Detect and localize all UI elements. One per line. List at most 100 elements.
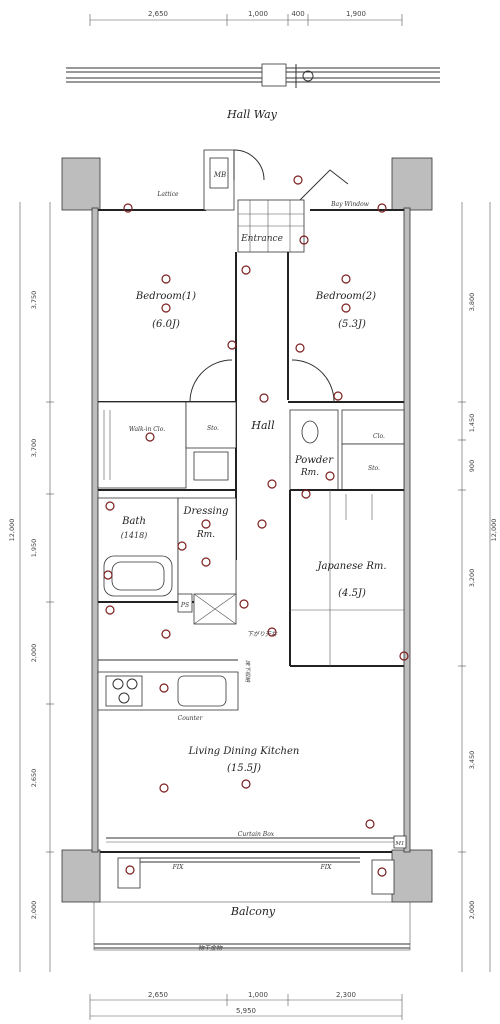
left-dim-6: 2,000 [30, 901, 38, 920]
top-dim-4: 1,900 [346, 10, 366, 18]
outlet-marker [159, 783, 169, 793]
ldk-name: Living Dining Kitchen [188, 746, 300, 757]
left-dim-3: 1,950 [30, 539, 38, 558]
ps-area [177, 593, 237, 625]
outlet-marker [341, 303, 351, 313]
top-dim-1: 2,650 [148, 10, 168, 18]
left-dimensions: 3,750 3,700 1,950 2,000 2,650 2,000 12,0… [8, 202, 54, 972]
curtain-box-label: Curtain Box [238, 831, 275, 838]
left-dim-total: 12,000 [8, 519, 16, 542]
outlet-marker [105, 605, 115, 615]
electrical-markers [103, 175, 409, 877]
outlet-marker [159, 683, 169, 693]
bottom-dim-2: 1,000 [248, 991, 268, 999]
top-dim-3: 400 [291, 10, 304, 18]
outlet-marker [399, 651, 409, 661]
bath-area [97, 497, 237, 603]
outlet-marker [241, 265, 251, 275]
outlet-marker [295, 343, 305, 353]
curtain-box [100, 835, 407, 863]
floor-storage-note: 床下収納 [244, 660, 251, 683]
bottom-dim-1: 2,650 [148, 991, 168, 999]
closet-area [97, 401, 237, 491]
fix-right-label: FIX [320, 864, 333, 871]
outlet-marker [257, 519, 267, 529]
bedroom1-name: Bedroom(1) [135, 291, 196, 302]
outlet-marker [201, 519, 211, 529]
hall-label: Hall [250, 419, 275, 432]
left-dim-4: 2,000 [30, 644, 38, 663]
outlet-marker [325, 471, 335, 481]
ps-label: PS [180, 602, 189, 609]
right-dim-2: 1,450 [468, 414, 476, 433]
balcony [93, 857, 411, 951]
outlet-marker [239, 599, 249, 609]
outlet-marker [259, 393, 269, 403]
walkin-label: Walk-in Clo. [129, 426, 165, 433]
outlet-marker [103, 570, 113, 580]
outlet-marker [201, 557, 211, 567]
hallway-rail [66, 63, 440, 88]
bay-window-label: Bay Window [330, 201, 370, 208]
storage2-label: Sto. [368, 465, 380, 472]
counter-label: Counter [178, 715, 204, 722]
japanese-room-size: (4.5J) [338, 588, 366, 599]
ldk-size: (15.5J) [227, 763, 261, 774]
outlet-marker [377, 203, 387, 213]
outlet-marker [105, 501, 115, 511]
fix-left-label: FIX [172, 864, 185, 871]
outlet-marker [227, 340, 237, 350]
closet-label: Clo. [373, 433, 385, 440]
right-dim-5: 3,450 [468, 751, 476, 770]
entrance-label: Entrance [240, 234, 283, 244]
outlet-marker [267, 479, 277, 489]
bath-size-label: (1418) [121, 531, 148, 540]
top-dim-2: 1,000 [248, 10, 268, 18]
right-dim-4: 3,200 [468, 569, 476, 588]
outlet-marker [161, 303, 171, 313]
left-dim-5: 2,650 [30, 769, 38, 788]
balcony-label: Balcony [230, 905, 276, 918]
top-dimensions: 2,650 1,000 400 1,900 [89, 10, 403, 26]
powder-label-2: Rm. [300, 468, 319, 478]
outlet-marker [177, 541, 187, 551]
left-dim-1: 3,750 [30, 291, 38, 310]
drying-hardware-label: 物干金物 [198, 944, 223, 952]
right-dim-6: 2,000 [468, 901, 476, 920]
bedroom2-name: Bedroom(2) [315, 291, 376, 302]
dressing-rm-label: Rm. [196, 530, 215, 540]
storage1-label: Sto. [207, 425, 219, 432]
outlet-marker [301, 489, 311, 499]
hallway-label: Hall Way [226, 108, 278, 121]
dressing-label: Dressing [182, 506, 228, 517]
bottom-dim-total: 5,950 [236, 1007, 256, 1015]
outer-walls [61, 157, 433, 903]
kitchen-counter [97, 659, 239, 711]
outlet-marker [123, 203, 133, 213]
japanese-room-name: Japanese Rm. [315, 561, 386, 572]
right-dim-3: 900 [468, 460, 476, 472]
powder-label-1: Powder [294, 455, 334, 466]
entrance-area [203, 149, 349, 253]
m1-label: M1 [394, 841, 404, 847]
outlet-marker [333, 391, 343, 401]
outlet-marker [267, 627, 277, 637]
bedroom2-size: (5.3J) [338, 319, 366, 330]
outlet-marker [161, 274, 171, 284]
outlet-marker [377, 867, 387, 877]
right-dim-total: 12,000 [490, 519, 498, 542]
bottom-dimensions: 2,650 1,000 2,300 5,950 [89, 991, 403, 1020]
outlet-marker [145, 432, 155, 442]
bottom-dim-3: 2,300 [336, 991, 356, 999]
japanese-room [289, 490, 404, 667]
outlet-marker [299, 235, 309, 245]
mb-label: MB [213, 171, 226, 179]
right-dim-1: 3,800 [468, 293, 476, 312]
lattice-label: Lattice [156, 191, 179, 198]
left-dim-2: 3,700 [30, 439, 38, 458]
lower-storage-label: 下がり天井 [247, 630, 278, 638]
powder-area [289, 409, 405, 491]
bedroom1-size: (6.0J) [152, 319, 180, 330]
